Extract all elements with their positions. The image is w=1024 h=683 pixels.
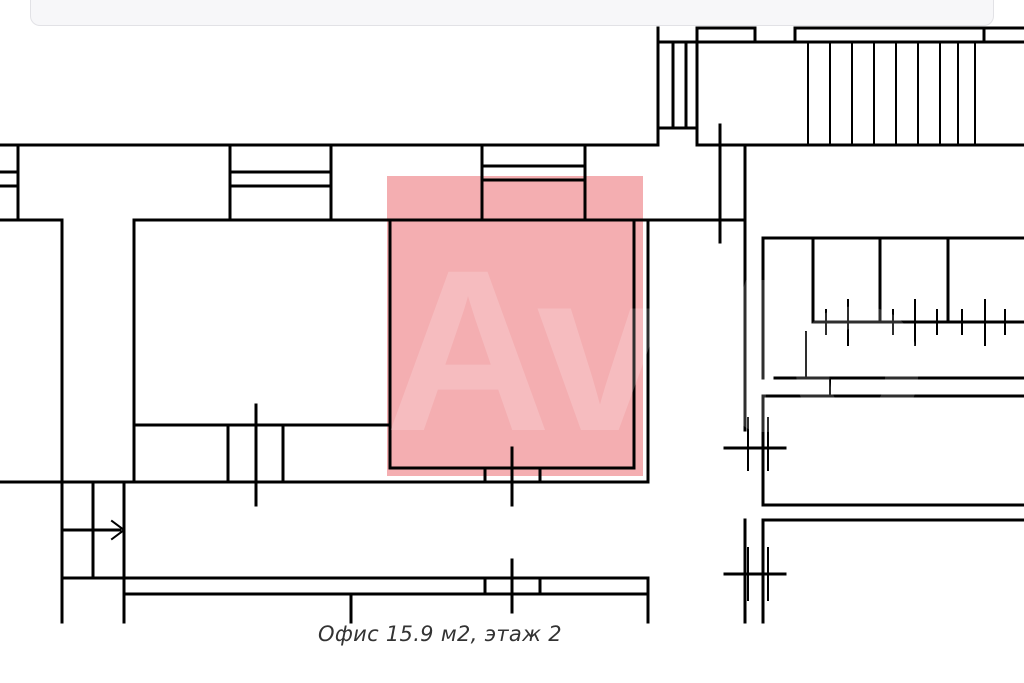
walls [0, 26, 1024, 624]
viewer-top-bar [30, 0, 994, 26]
plan-caption: Офис 15.9 м2, этаж 2 [318, 622, 562, 646]
highlighted-office [387, 176, 643, 476]
